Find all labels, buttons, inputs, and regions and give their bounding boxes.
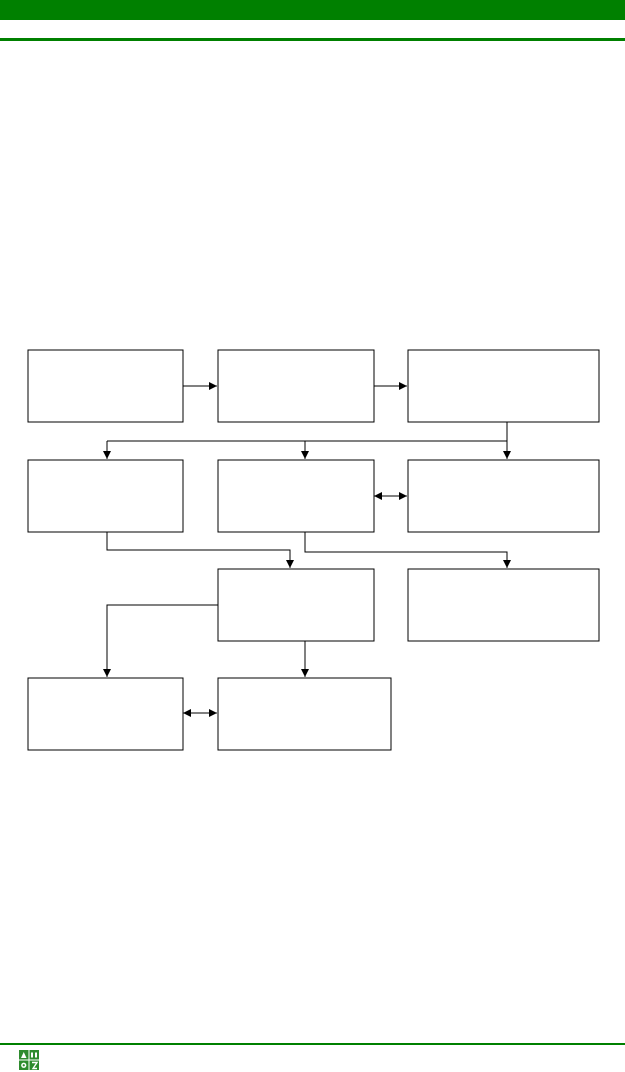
header-rule: [0, 38, 625, 41]
box-7: [217, 568, 375, 642]
box-2: [217, 349, 375, 423]
box-8: [407, 568, 600, 642]
box-9: [27, 677, 184, 751]
box-5: [217, 459, 375, 533]
box-6: [407, 459, 600, 533]
arrow-box5-box8: [304, 532, 511, 568]
arrow-box4-box7: [106, 532, 294, 568]
top-green-band: [0, 0, 625, 20]
arrow-box7-box9: [103, 604, 218, 677]
box-10: [217, 677, 392, 751]
box-3: [407, 349, 600, 423]
box-4: [27, 459, 184, 533]
footer-rule: [0, 1043, 625, 1045]
box-1: [27, 349, 184, 423]
publisher-logo-icon: [18, 1049, 40, 1071]
